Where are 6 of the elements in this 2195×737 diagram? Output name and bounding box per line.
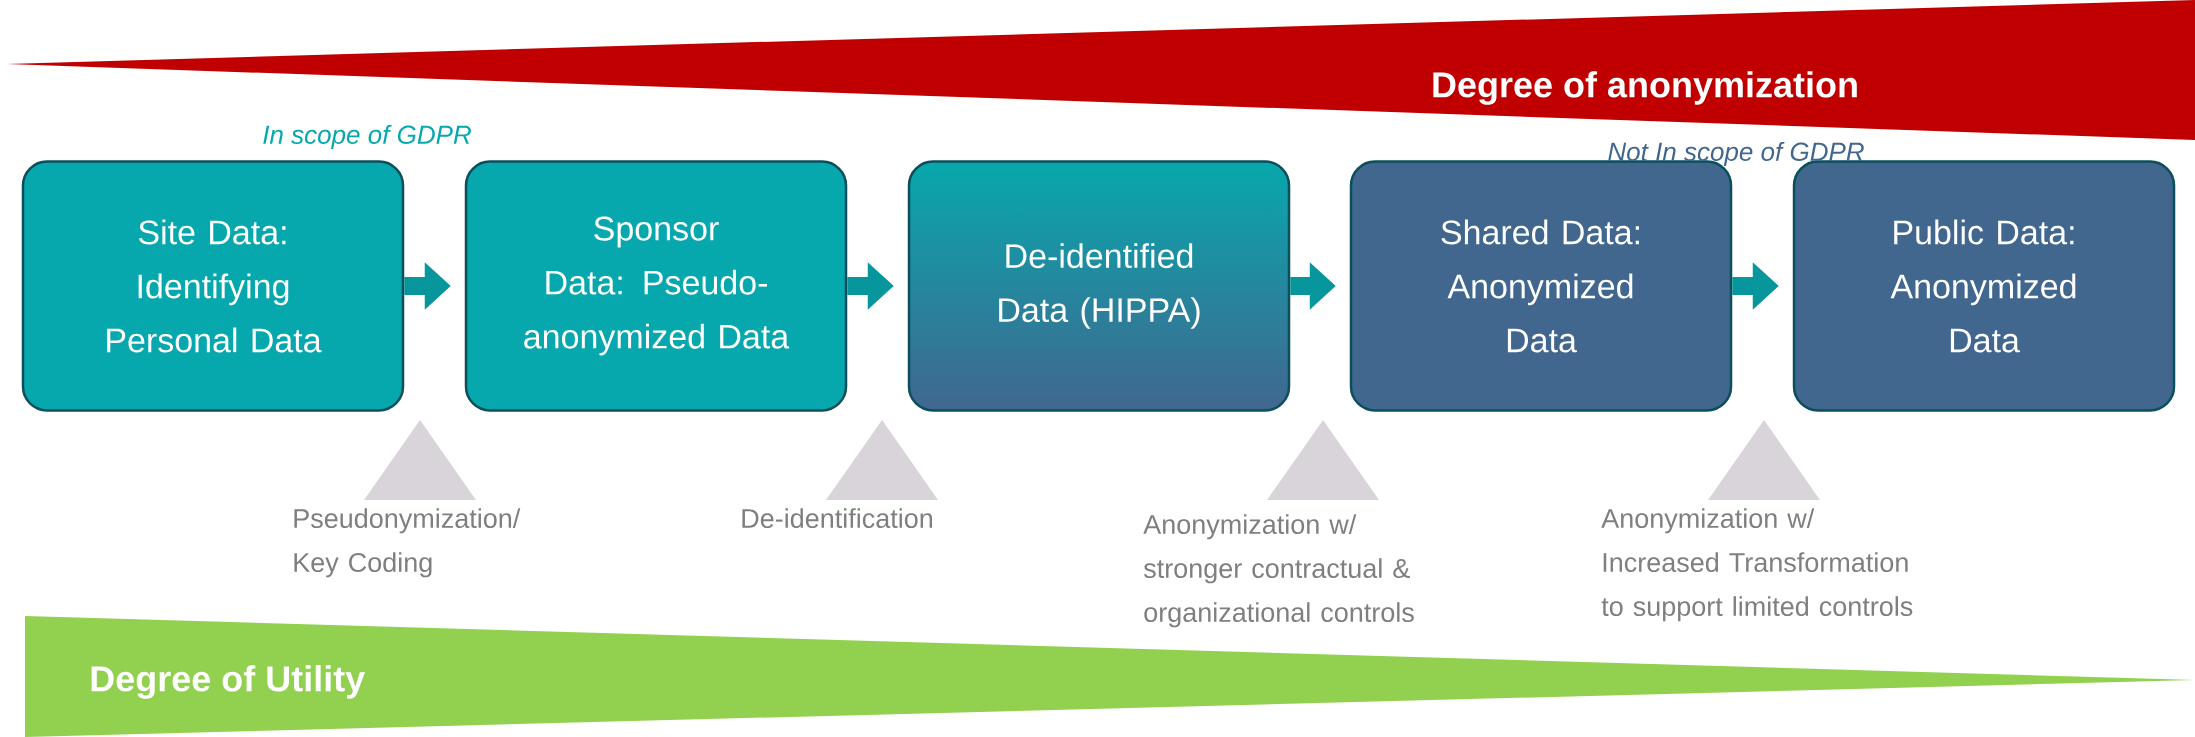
process-box: Sponsor Data: Pseudo-anonymized Data: [464, 160, 848, 412]
step-label: De-identification: [742, 508, 933, 529]
step-label: Pseudonymization/ Key Coding: [294, 508, 521, 578]
process-box: Public Data: Anonymized Data: [1792, 160, 2176, 412]
process-box: De-identified Data (HIPPA): [907, 160, 1291, 412]
process-box: Site Data: Identifying Personal Data: [21, 160, 405, 412]
